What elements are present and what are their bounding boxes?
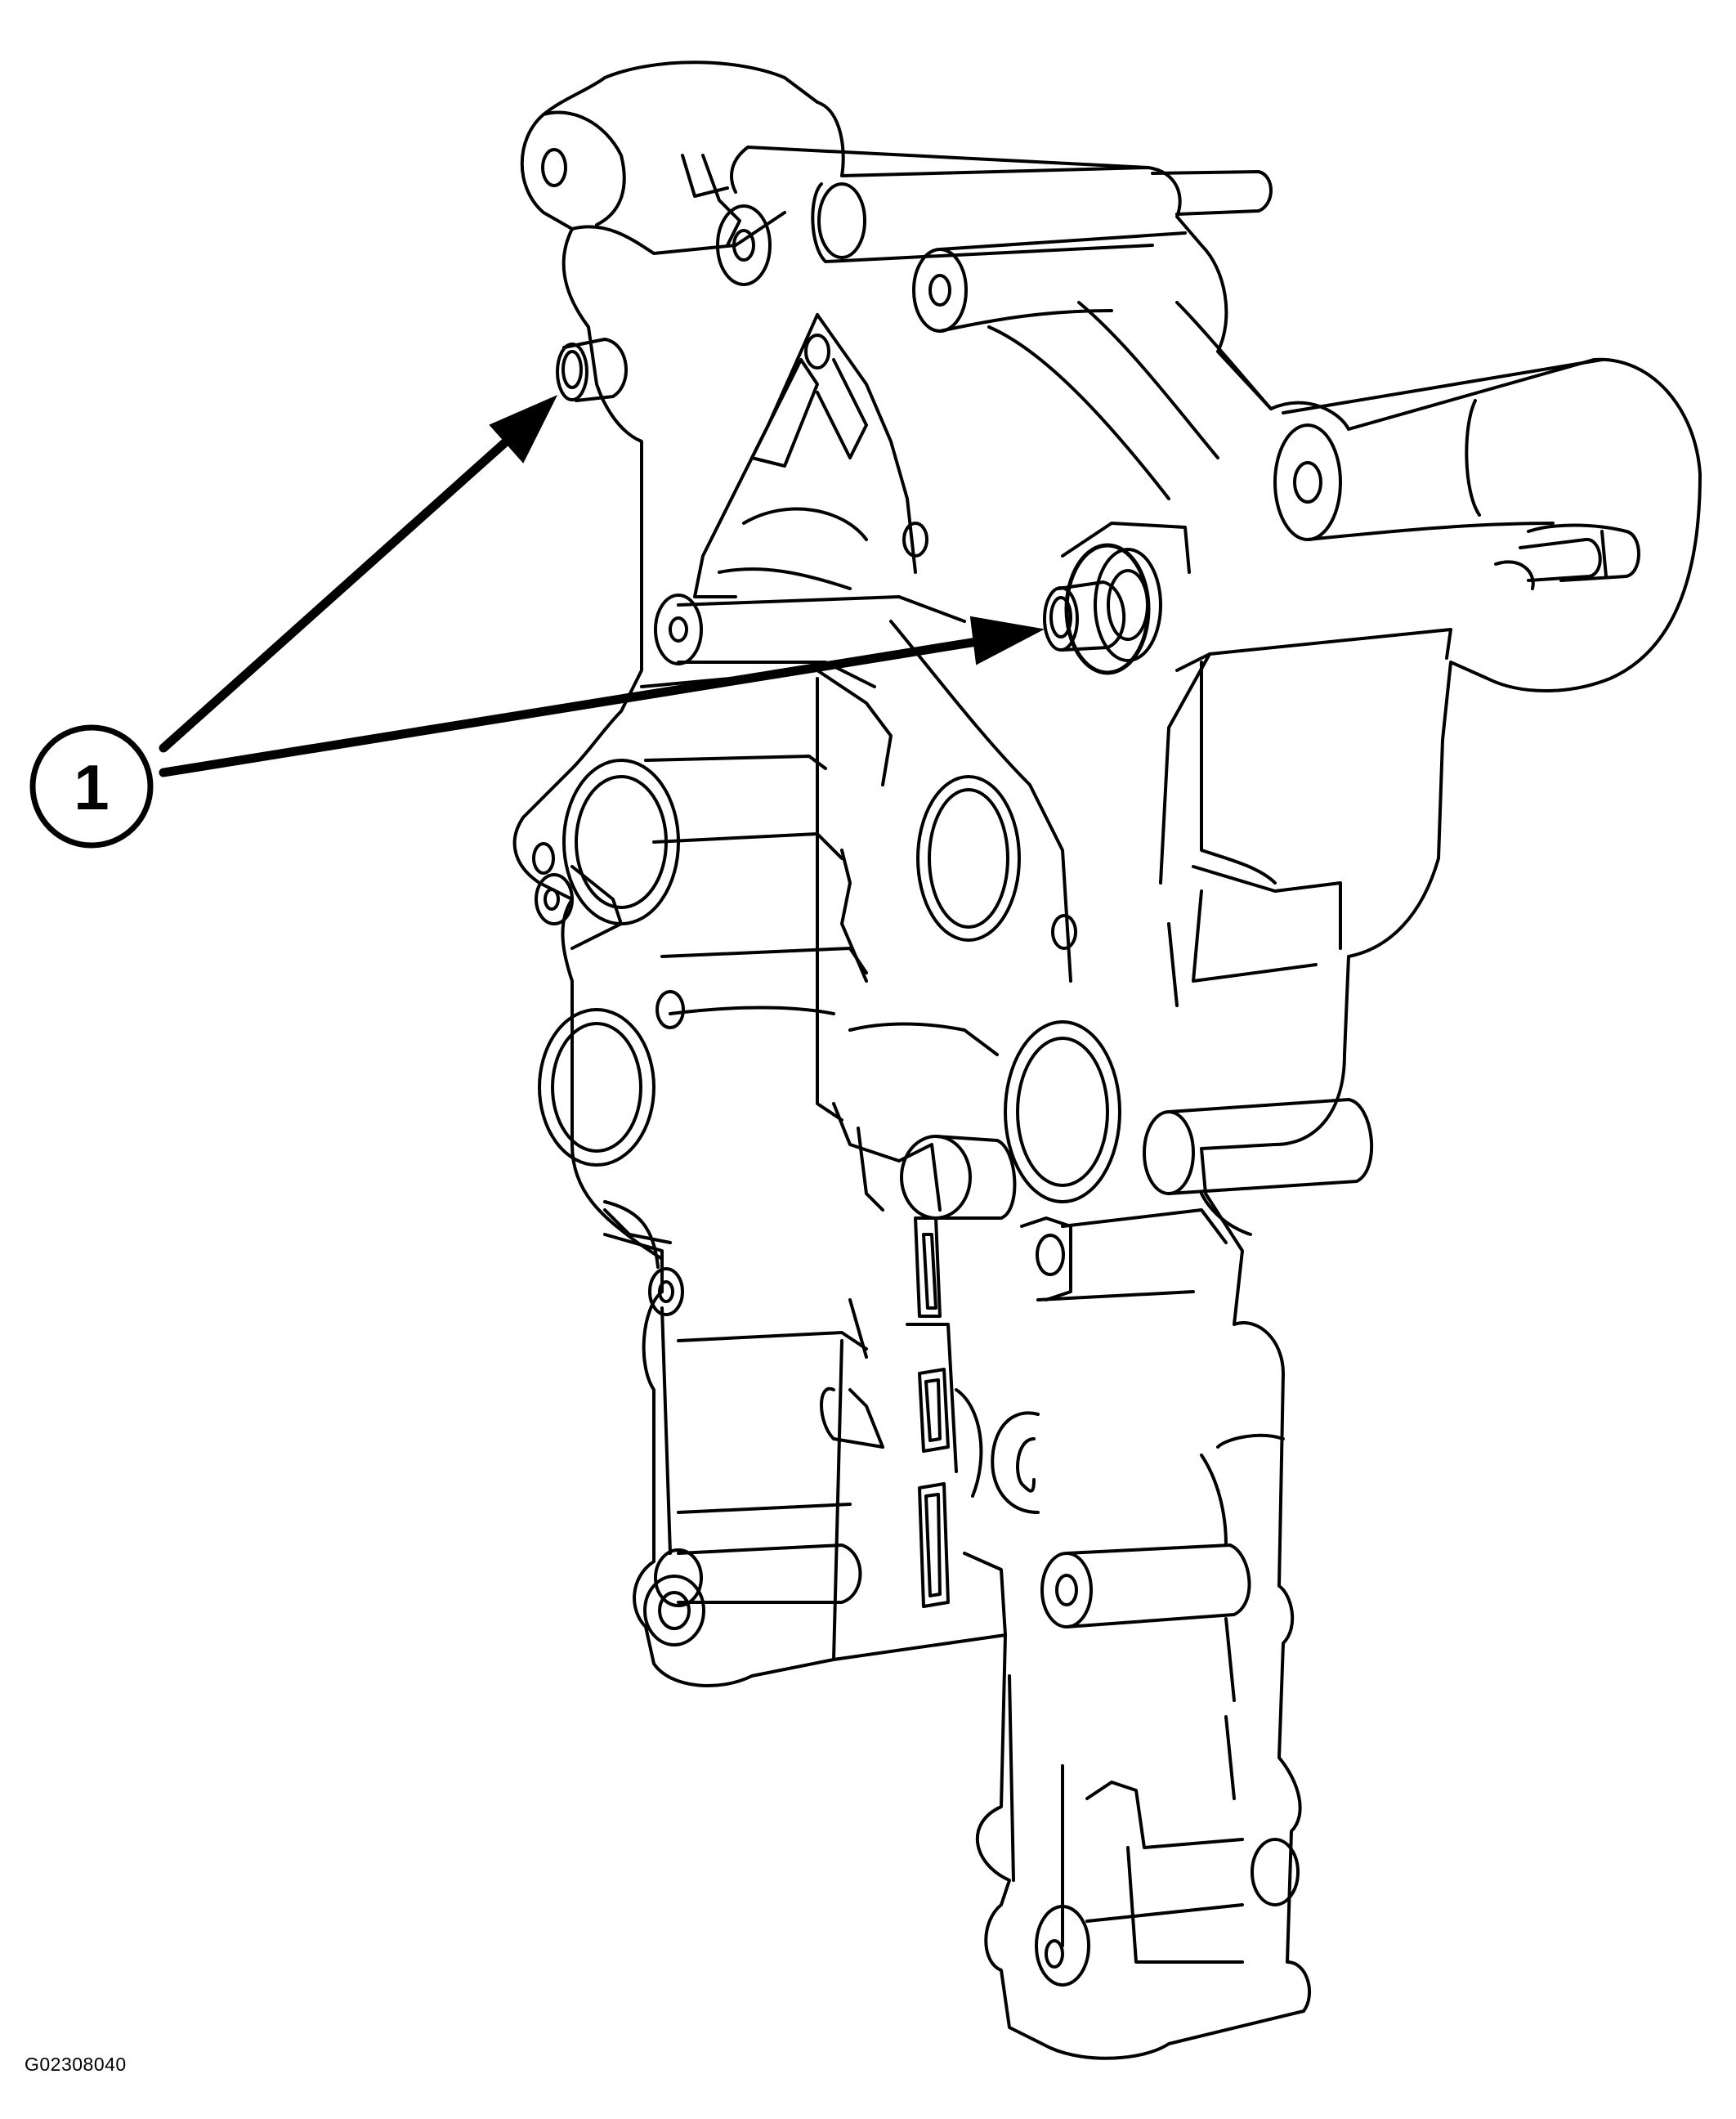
figure-id-label: G02308040 <box>25 2054 127 2075</box>
callout-1: 1 <box>29 724 154 849</box>
dowel-pin-center <box>1043 543 1151 675</box>
leader-arrows <box>159 394 1045 777</box>
dowel-pin-upper <box>556 338 628 402</box>
callout-1-label: 1 <box>74 751 109 823</box>
bracket-outline <box>512 60 1702 2060</box>
